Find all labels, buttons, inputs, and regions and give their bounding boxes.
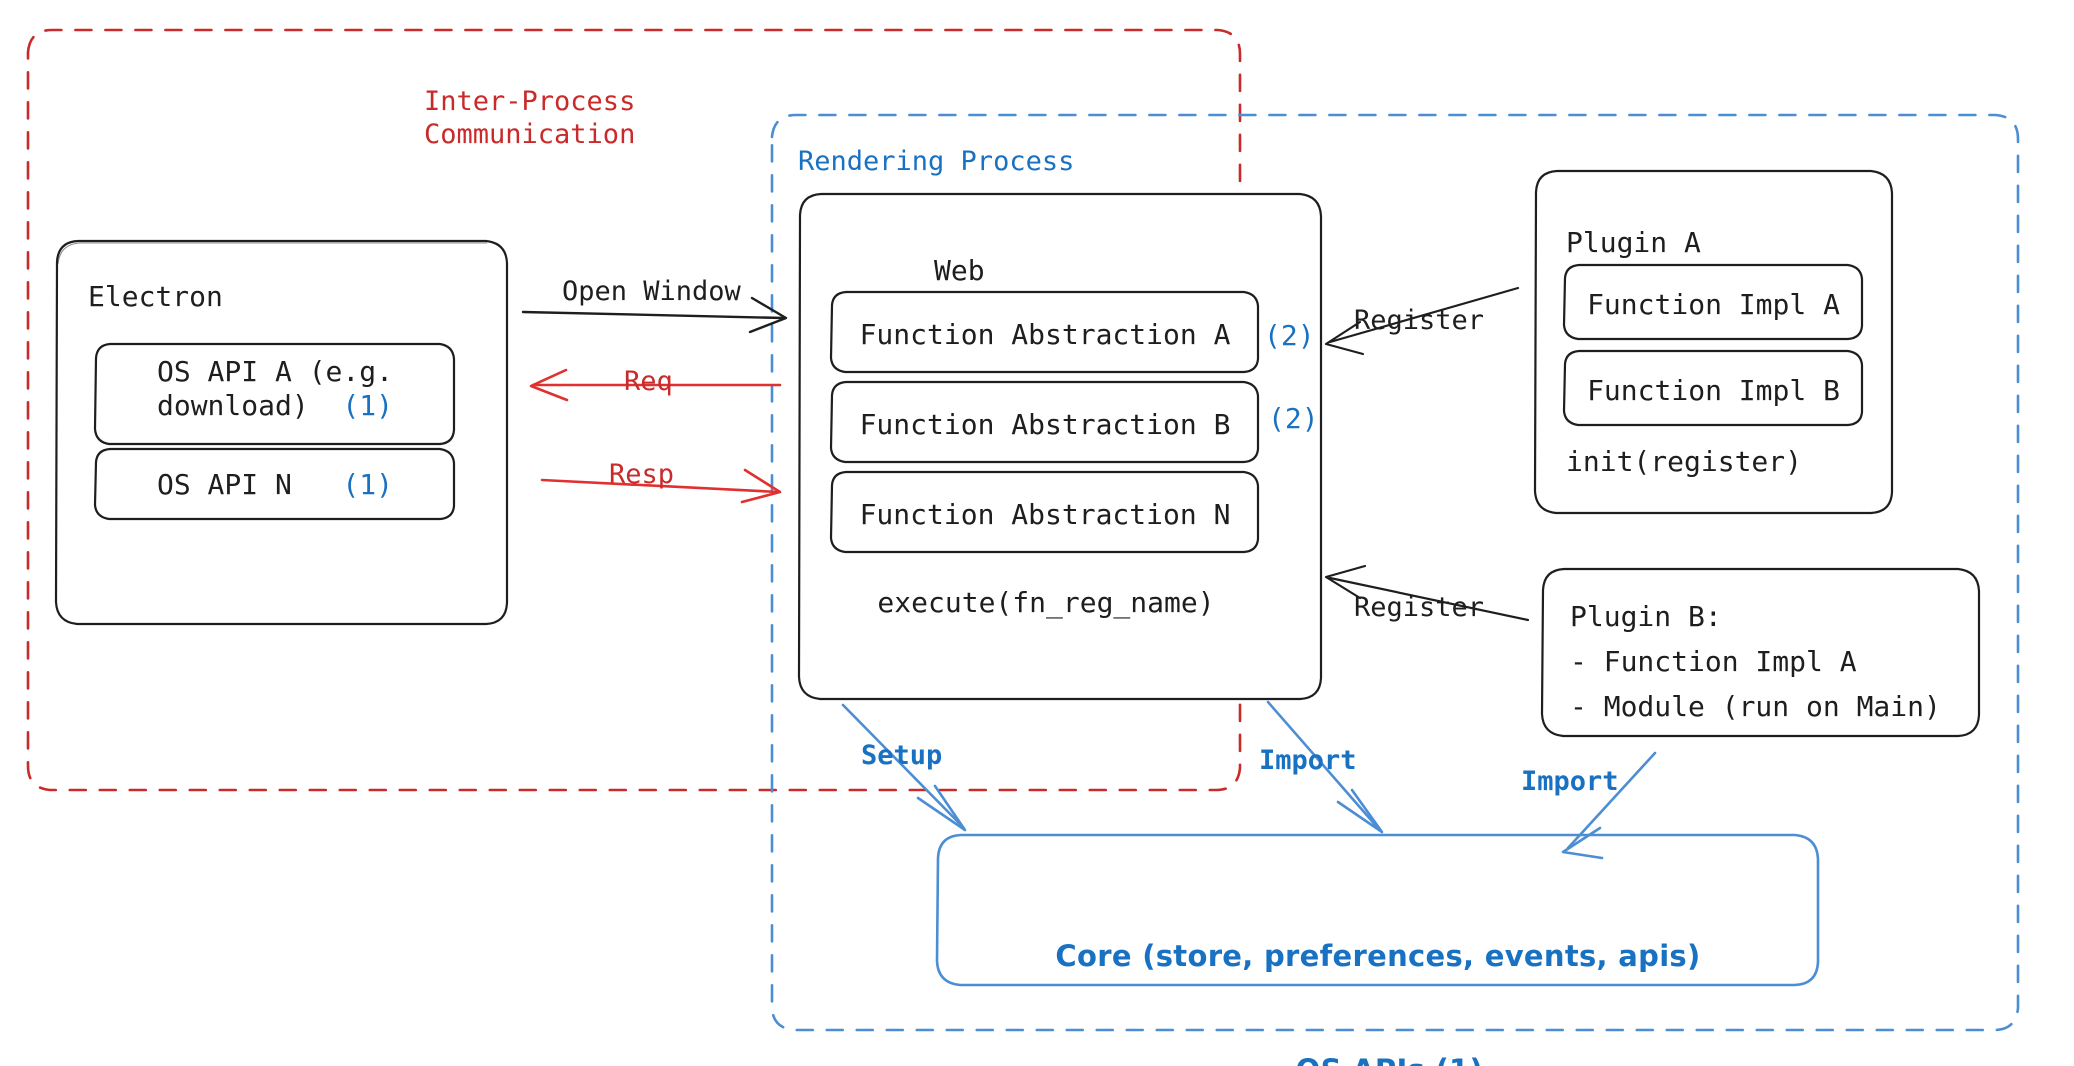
- web-execute-label: execute(fn_reg_name): [877, 586, 1215, 619]
- plugin-b-title: Plugin B:: [1570, 600, 1722, 633]
- core-line-1: Core (store, preferences, events, apis): [1055, 938, 1701, 973]
- edge-label-resp: Resp: [609, 459, 675, 490]
- core-content: Core (store, preferences, events, apis) …: [938, 860, 1818, 1066]
- edge-label-open-window: Open Window: [562, 276, 741, 307]
- core-line-2: - OS APIs (1): [938, 1051, 1818, 1066]
- function-abstraction-b-marker: (2): [1268, 402, 1319, 435]
- group-label-inter-process-communication: Inter-Process Communication: [424, 86, 636, 150]
- function-abstraction-b-label: Function Abstraction B: [859, 408, 1231, 441]
- function-abstraction-a-label: Function Abstraction A: [859, 318, 1231, 351]
- plugin-a-title: Plugin A: [1566, 226, 1701, 259]
- edge-label-register-plugin-b: Register: [1354, 592, 1485, 623]
- electron-title: Electron: [88, 280, 223, 313]
- os-api-n-text: OS API N: [156, 468, 292, 501]
- edge-label-import-web: Import: [1259, 745, 1357, 776]
- os-api-a-label: OS API A (e.g. download) (1): [96, 355, 454, 423]
- os-api-n-spacer: [292, 468, 343, 501]
- edge-label-import-plugin-b: Import: [1521, 766, 1619, 797]
- os-api-a-marker-value: (1): [342, 389, 393, 423]
- plugin-b-line-2: - Module (run on Main): [1570, 690, 1941, 723]
- web-box: [797, 192, 1323, 701]
- edge-label-register-plugin-a: Register: [1354, 305, 1485, 336]
- edge-label-req: Req: [624, 366, 673, 397]
- os-api-a-text: OS API A (e.g. download): [156, 355, 393, 423]
- function-abstraction-a-marker: (2): [1264, 319, 1315, 352]
- group-label-rendering-process: Rendering Process: [798, 146, 1075, 177]
- os-api-a-marker: [309, 389, 343, 422]
- edge-label-setup: Setup: [861, 740, 943, 771]
- plugin-a-init-label: init(register): [1566, 445, 1803, 478]
- web-title: Web: [934, 254, 985, 287]
- os-api-n-marker-value: (1): [342, 468, 393, 501]
- function-abstraction-n-label: Function Abstraction N: [859, 498, 1231, 531]
- function-impl-b-label: Function Impl B: [1587, 374, 1840, 407]
- os-api-n-label: OS API N (1): [96, 468, 454, 502]
- plugin-b-line-1: - Function Impl A: [1570, 645, 1857, 678]
- function-impl-a-label: Function Impl A: [1587, 288, 1840, 321]
